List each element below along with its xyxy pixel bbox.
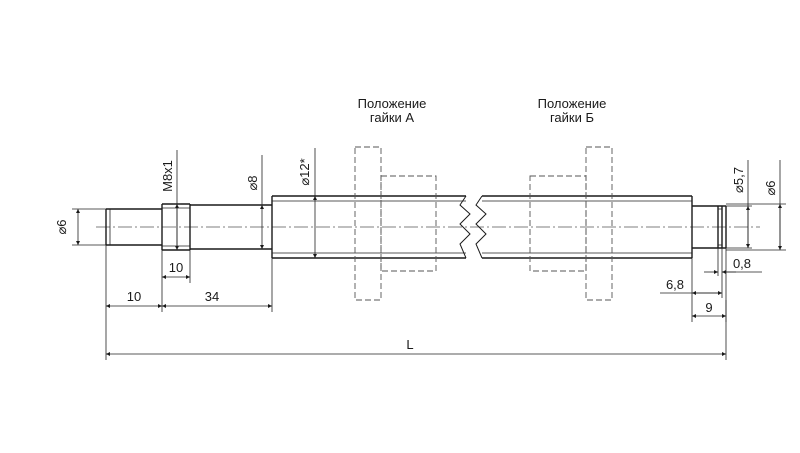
dim-groove-label: 0,8 xyxy=(733,256,751,271)
nut-position-b xyxy=(529,146,613,301)
dim-dia-right-6: ⌀6 xyxy=(726,160,786,251)
screw-main-left xyxy=(271,195,471,259)
dim-dia-57-label: ⌀5,7 xyxy=(731,167,746,193)
dim-thread-label: M8x1 xyxy=(160,160,175,192)
nut-position-a xyxy=(354,146,437,301)
right-journal xyxy=(692,205,727,249)
dim-thread-length: 10 xyxy=(161,250,191,283)
dim-dia-8: ⌀8 xyxy=(245,155,264,249)
dim-right-68-label: 6,8 xyxy=(666,277,684,292)
dim-right-9-label: 9 xyxy=(705,300,712,315)
position-a-label-line1: Положение xyxy=(358,96,427,111)
position-b-label-line1: Положение xyxy=(538,96,607,111)
dim-left-len-label: 10 xyxy=(127,289,141,304)
dim-right-small: 0,8 6,8 9 xyxy=(660,248,762,322)
dim-dia-8-label: ⌀8 xyxy=(245,175,260,190)
dim-dia-left: ⌀6 xyxy=(54,208,106,246)
left-journal xyxy=(105,208,162,246)
dim-dia-12: ⌀12* xyxy=(297,148,317,258)
dim-dia-right-6-label: ⌀6 xyxy=(763,180,778,195)
dim-dia-12-label: ⌀12* xyxy=(297,158,312,185)
dim-mid-len-label: 34 xyxy=(205,289,219,304)
dim-total: L xyxy=(106,248,727,360)
dim-thread-length-label: 10 xyxy=(169,260,183,275)
dim-dia-57: ⌀5,7 xyxy=(722,160,752,249)
dim-total-label: L xyxy=(406,337,413,352)
shaft-d8 xyxy=(190,204,272,250)
position-a-label-line2: гайки А xyxy=(370,110,415,125)
position-b-label-line2: гайки Б xyxy=(550,110,594,125)
dim-left-lengths: 10 34 xyxy=(105,245,273,360)
dim-dia-left-label: ⌀6 xyxy=(54,219,69,234)
dim-thread: M8x1 xyxy=(160,150,181,250)
